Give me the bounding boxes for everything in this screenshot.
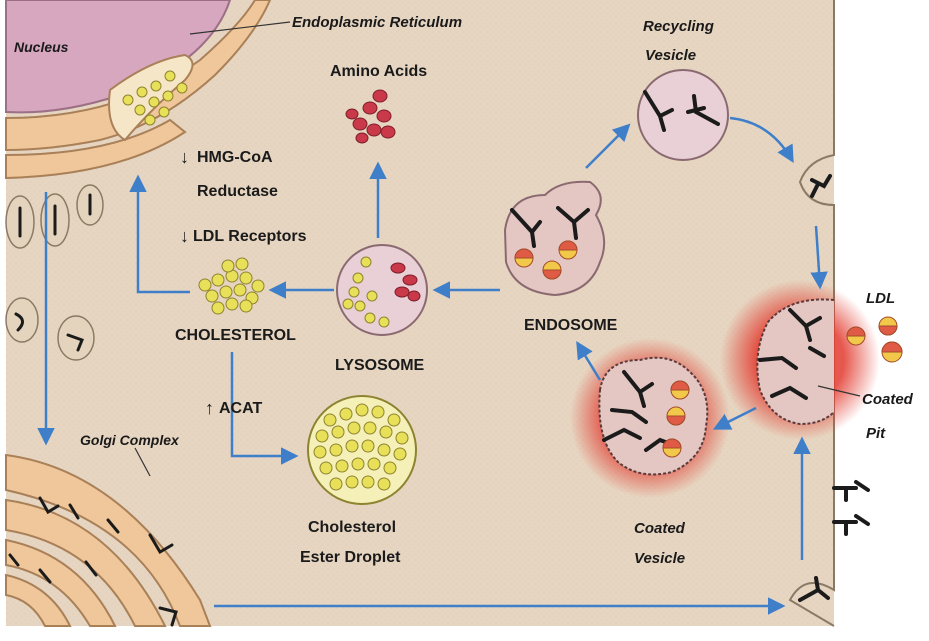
label-lysosome: LYSOSOME: [335, 357, 425, 374]
down-arrow-ldl-receptors: ↓: [180, 226, 189, 246]
label-endoplasmic-reticulum: Endoplasmic Reticulum: [292, 14, 462, 31]
label-golgi-complex: Golgi Complex: [80, 432, 180, 448]
label-recycling-line2: Vesicle: [645, 47, 696, 64]
label-coated-pit-line1: Coated: [862, 391, 914, 408]
label-coated-vesicle-line2: Vesicle: [634, 550, 685, 567]
label-recycling-line1: Recycling: [643, 18, 714, 35]
recycling-vesicle: [638, 70, 728, 160]
label-hmg-coa-line1: HMG-CoA: [197, 149, 273, 166]
label-cholesterol: CHOLESTEROL: [175, 327, 296, 344]
label-amino-acids: Amino Acids: [330, 63, 427, 80]
label-ester-line1: Cholesterol: [308, 519, 396, 536]
label-ester-line2: Ester Droplet: [300, 549, 401, 566]
label-endosome: ENDOSOME: [524, 317, 618, 334]
coated-vesicle: [599, 358, 707, 475]
label-hmg-coa-line2: Reductase: [197, 183, 278, 200]
label-acat: ACAT: [219, 400, 262, 417]
label-ldl-receptors: LDL Receptors: [193, 228, 307, 245]
down-arrow-hmg: ↓: [180, 147, 189, 167]
label-nucleus: Nucleus: [14, 39, 69, 55]
label-ldl: LDL: [866, 290, 895, 307]
label-coated-pit-line2: Pit: [866, 425, 886, 442]
up-arrow-acat: ↑: [205, 398, 214, 418]
label-coated-vesicle-line1: Coated: [634, 520, 686, 537]
